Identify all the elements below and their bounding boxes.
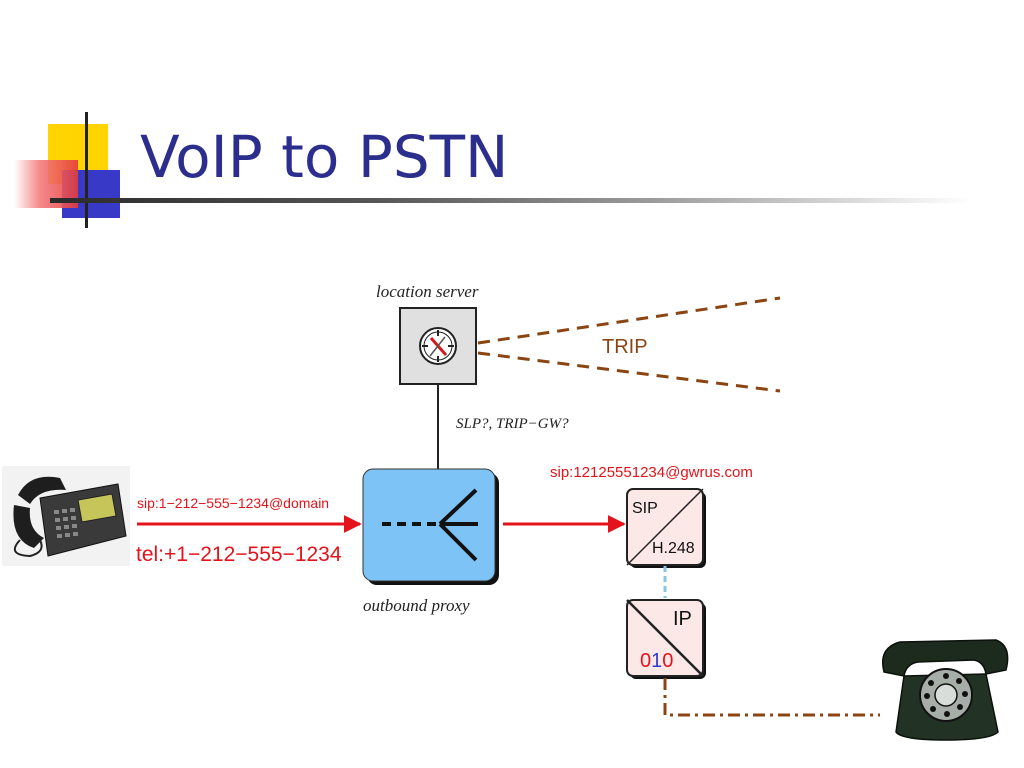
- fork-arrow-icon: [382, 488, 478, 562]
- outbound-proxy[interactable]: [362, 468, 499, 585]
- rotary-phone-icon[interactable]: [882, 639, 1009, 741]
- title-underline: [50, 198, 970, 203]
- digit-0-a: 0: [640, 650, 652, 672]
- digit-1: 1: [651, 650, 663, 672]
- pstn-line: [663, 678, 880, 717]
- compass-icon: [419, 327, 457, 365]
- media-gateway-top-label: IP: [673, 608, 692, 630]
- gateway-uri-label: sip:12125551234@gwrus.com: [550, 464, 753, 481]
- location-server-label: location server: [376, 282, 479, 301]
- media-gateway-bottom-label: 010: [640, 650, 673, 673]
- tel-uri-label: tel:+1−212−555−1234: [136, 543, 342, 566]
- protocol-link-label: SLP?, TRIP−GW?: [456, 416, 569, 432]
- trip-label: TRIP: [602, 336, 648, 358]
- title-decoration: [0, 108, 140, 228]
- sip-uri-label: sip:1−212−555−1234@domain: [137, 495, 330, 511]
- deco-vertical-line: [85, 112, 88, 228]
- location-server[interactable]: [399, 307, 477, 385]
- page-title: VoIP to PSTN: [140, 123, 509, 191]
- sip-gateway-top-label: SIP: [632, 500, 658, 517]
- sip-gateway[interactable]: [626, 488, 706, 568]
- media-gateway[interactable]: [626, 599, 706, 679]
- outbound-proxy-label: outbound proxy: [363, 596, 470, 615]
- digit-0-b: 0: [662, 650, 674, 672]
- ip-phone-icon[interactable]: [2, 466, 130, 566]
- sip-gateway-bottom-label: H.248: [652, 540, 695, 557]
- trip-dashed-lines: [477, 296, 781, 393]
